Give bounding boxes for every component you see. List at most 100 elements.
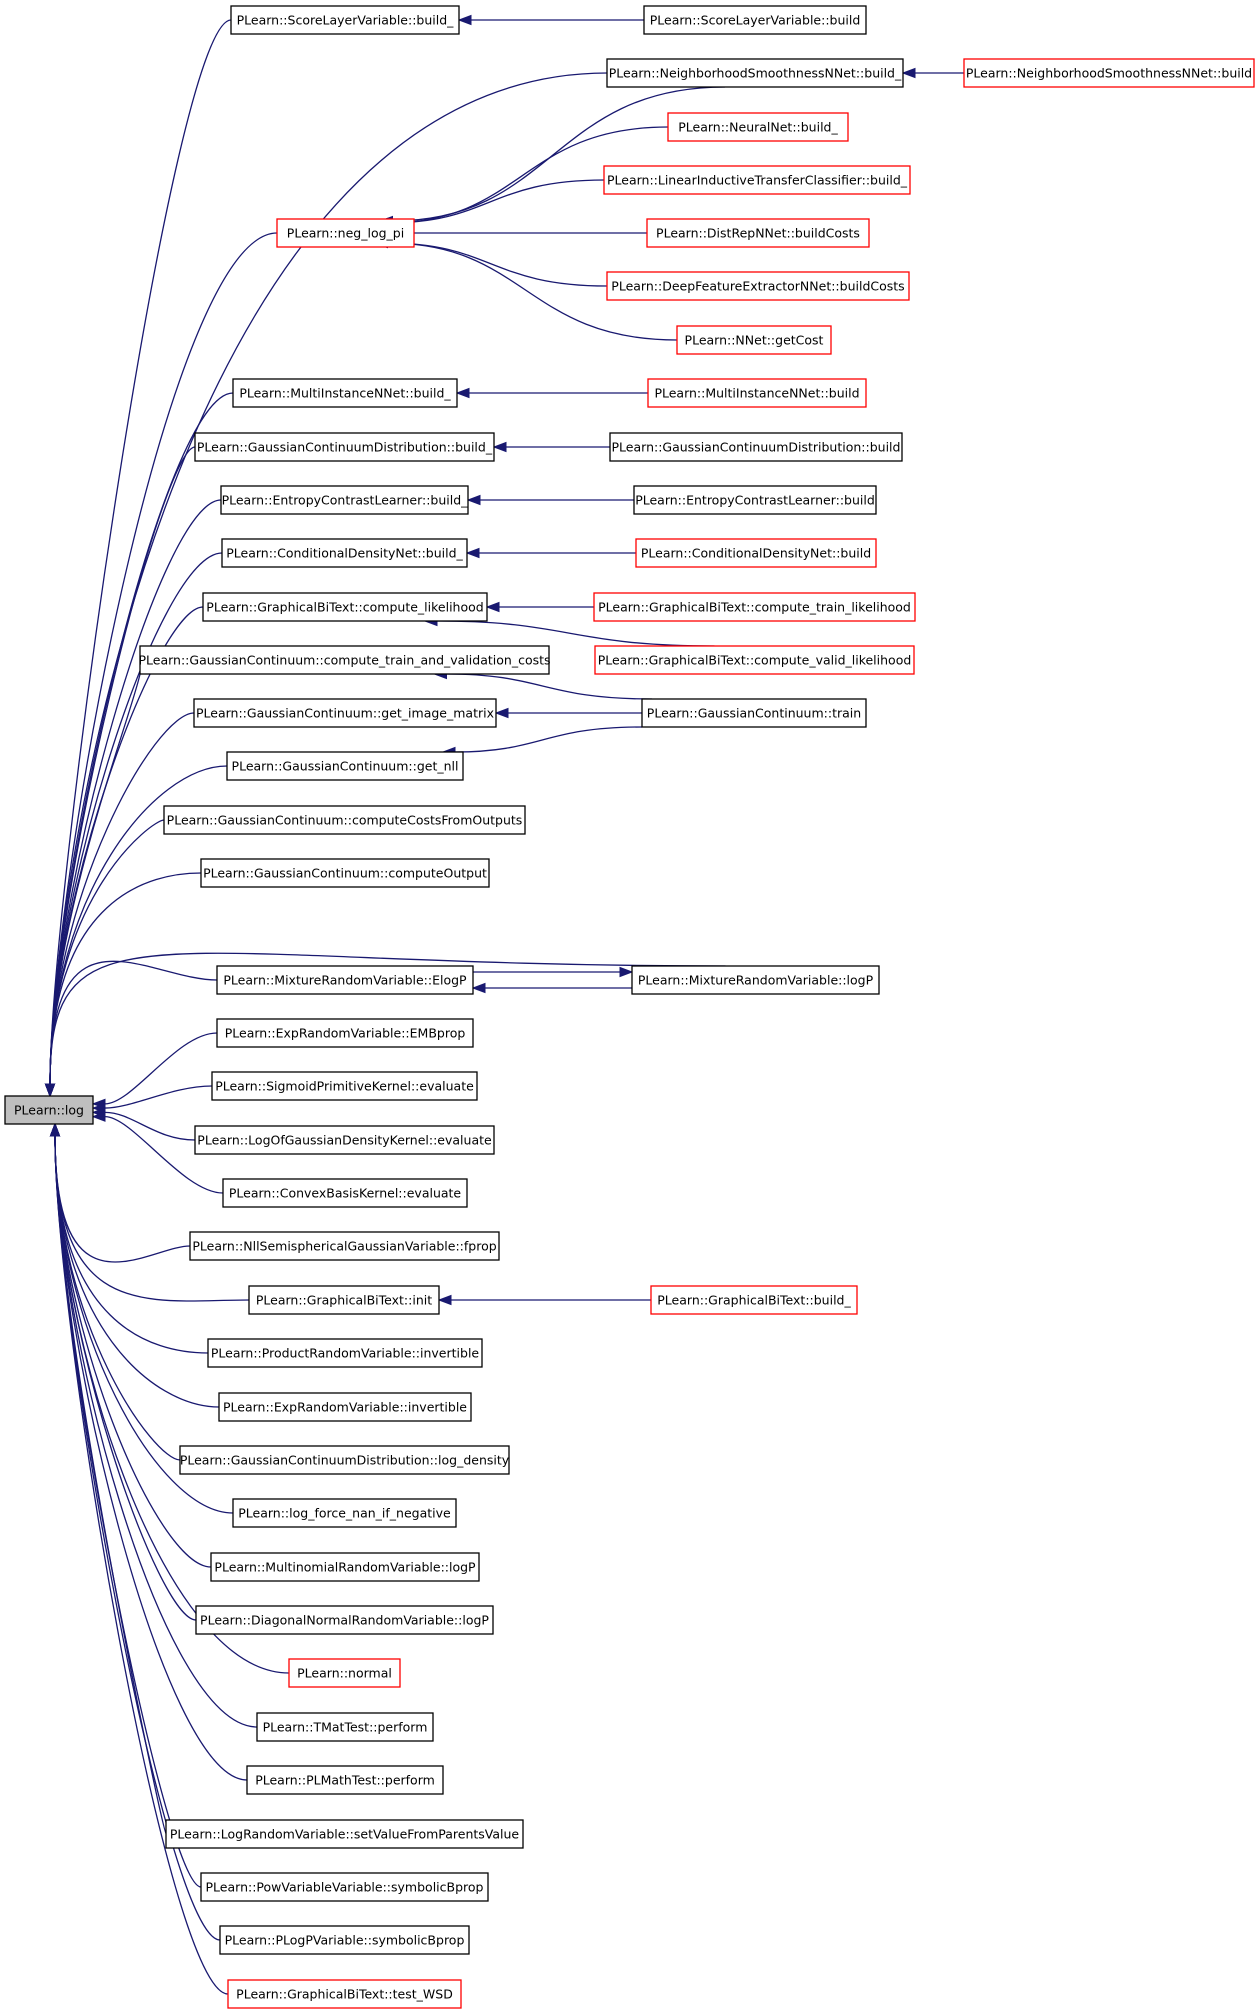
node-n39[interactable]: PLearn::GaussianContinuumDistribution::l… xyxy=(179,1445,510,1475)
node-box[interactable] xyxy=(963,58,1255,88)
node-n3[interactable]: PLearn::NeighborhoodSmoothnessNNet::buil… xyxy=(606,58,904,88)
node-box[interactable] xyxy=(676,325,832,355)
node-box[interactable] xyxy=(603,165,911,195)
node-n46[interactable]: PLearn::LogRandomVariable::setValueFromP… xyxy=(165,1819,524,1849)
node-n44[interactable]: PLearn::TMatTest::perform xyxy=(256,1712,434,1742)
node-n26[interactable]: PLearn::GaussianContinuum::computeCostsF… xyxy=(163,805,526,835)
node-n42[interactable]: PLearn::DiagonalNormalRandomVariable::lo… xyxy=(195,1605,494,1635)
node-box[interactable] xyxy=(210,1552,480,1582)
node-box[interactable] xyxy=(194,1125,495,1155)
node-n27[interactable]: PLearn::GaussianContinuum::computeOutput xyxy=(200,858,490,888)
node-n13[interactable]: PLearn::GaussianContinuumDistribution::b… xyxy=(194,432,495,462)
node-n9[interactable]: PLearn::DeepFeatureExtractorNNet::buildC… xyxy=(606,271,910,301)
node-n49[interactable]: PLearn::GraphicalBiText::test_WSD xyxy=(227,1979,462,2009)
node-box[interactable] xyxy=(219,1925,470,1955)
node-box[interactable] xyxy=(633,485,877,515)
node-n12[interactable]: PLearn::MultiInstanceNNet::build xyxy=(647,378,867,408)
node-n4[interactable]: PLearn::NeighborhoodSmoothnessNNet::buil… xyxy=(963,58,1255,88)
node-n7[interactable]: PLearn::LinearInductiveTransferClassifie… xyxy=(603,165,911,195)
node-box[interactable] xyxy=(220,485,469,515)
node-box[interactable] xyxy=(593,592,916,622)
node-box[interactable] xyxy=(221,538,468,568)
node-n37[interactable]: PLearn::ProductRandomVariable::invertibl… xyxy=(207,1338,483,1368)
node-n8[interactable]: PLearn::DistRepNNet::buildCosts xyxy=(646,218,870,248)
node-n1[interactable]: PLearn::ScoreLayerVariable::build_ xyxy=(230,5,460,35)
node-n32[interactable]: PLearn::LogOfGaussianDensityKernel::eval… xyxy=(194,1125,495,1155)
node-n14[interactable]: PLearn::GaussianContinuumDistribution::b… xyxy=(609,432,903,462)
node-box[interactable] xyxy=(216,965,474,995)
node-n11[interactable]: PLearn::MultiInstanceNNet::build_ xyxy=(232,378,458,408)
node-n18[interactable]: PLearn::ConditionalDensityNet::build xyxy=(635,538,877,568)
node-n24[interactable]: PLearn::GaussianContinuum::train xyxy=(641,698,867,728)
node-box[interactable] xyxy=(606,271,910,301)
node-box[interactable] xyxy=(594,645,915,675)
node-n48[interactable]: PLearn::PLogPVariable::symbolicBprop xyxy=(219,1925,470,1955)
node-box[interactable] xyxy=(202,592,488,622)
node-n2[interactable]: PLearn::ScoreLayerVariable::build xyxy=(643,5,867,35)
node-box[interactable] xyxy=(211,1071,478,1101)
node-box[interactable] xyxy=(635,538,877,568)
node-n22[interactable]: PLearn::GaussianContinuum::compute_train… xyxy=(138,645,551,675)
node-n23[interactable]: PLearn::GaussianContinuum::get_image_mat… xyxy=(193,698,497,728)
node-box[interactable] xyxy=(165,1819,524,1849)
node-n33[interactable]: PLearn::ConvexBasisKernel::evaluate xyxy=(222,1178,468,1208)
node-box[interactable] xyxy=(218,1392,472,1422)
node-box[interactable] xyxy=(276,218,415,248)
node-n28[interactable]: PLearn::MixtureRandomVariable::ElogP xyxy=(216,965,474,995)
node-n17[interactable]: PLearn::ConditionalDensityNet::build_ xyxy=(221,538,468,568)
node-root[interactable]: PLearn::log xyxy=(4,1095,94,1125)
node-box[interactable] xyxy=(207,1338,483,1368)
node-box[interactable] xyxy=(195,1605,494,1635)
node-box[interactable] xyxy=(631,965,880,995)
node-box[interactable] xyxy=(194,432,495,462)
node-n34[interactable]: PLearn::NllSemisphericalGaussianVariable… xyxy=(189,1231,500,1261)
node-box[interactable] xyxy=(606,58,904,88)
node-box[interactable] xyxy=(193,698,497,728)
node-n16[interactable]: PLearn::EntropyContrastLearner::build xyxy=(633,485,877,515)
node-box[interactable] xyxy=(200,1872,489,1902)
node-box[interactable] xyxy=(667,112,849,142)
node-box[interactable] xyxy=(189,1231,500,1261)
node-box[interactable] xyxy=(232,1498,457,1528)
node-box[interactable] xyxy=(216,1018,474,1048)
node-box[interactable] xyxy=(179,1445,510,1475)
node-box[interactable] xyxy=(4,1095,94,1125)
node-n43[interactable]: PLearn::normal xyxy=(288,1658,401,1688)
node-box[interactable] xyxy=(643,5,867,35)
node-box[interactable] xyxy=(246,1765,444,1795)
node-box[interactable] xyxy=(163,805,526,835)
node-n15[interactable]: PLearn::EntropyContrastLearner::build_ xyxy=(220,485,469,515)
node-box[interactable] xyxy=(609,432,903,462)
node-box[interactable] xyxy=(256,1712,434,1742)
node-n47[interactable]: PLearn::PowVariableVariable::symbolicBpr… xyxy=(200,1872,489,1902)
node-n19[interactable]: PLearn::GraphicalBiText::compute_likelih… xyxy=(202,592,488,622)
node-box[interactable] xyxy=(139,645,550,675)
node-n40[interactable]: PLearn::log_force_nan_if_negative xyxy=(232,1498,457,1528)
node-box[interactable] xyxy=(226,751,464,781)
node-n31[interactable]: PLearn::SigmoidPrimitiveKernel::evaluate xyxy=(211,1071,478,1101)
node-n20[interactable]: PLearn::GraphicalBiText::compute_train_l… xyxy=(593,592,916,622)
node-box[interactable] xyxy=(641,698,867,728)
node-box[interactable] xyxy=(200,858,490,888)
node-n5[interactable]: PLearn::neg_log_pi xyxy=(276,218,415,248)
node-box[interactable] xyxy=(288,1658,401,1688)
node-n29[interactable]: PLearn::MixtureRandomVariable::logP xyxy=(631,965,880,995)
node-n41[interactable]: PLearn::MultinomialRandomVariable::logP xyxy=(210,1552,480,1582)
node-box[interactable] xyxy=(230,5,460,35)
node-box[interactable] xyxy=(646,218,870,248)
node-n21[interactable]: PLearn::GraphicalBiText::compute_valid_l… xyxy=(594,645,915,675)
node-box[interactable] xyxy=(647,378,867,408)
node-box[interactable] xyxy=(222,1178,468,1208)
node-box[interactable] xyxy=(650,1285,858,1315)
node-n35[interactable]: PLearn::GraphicalBiText::init xyxy=(248,1285,440,1315)
node-n45[interactable]: PLearn::PLMathTest::perform xyxy=(246,1765,444,1795)
node-n36[interactable]: PLearn::GraphicalBiText::build_ xyxy=(650,1285,858,1315)
node-box[interactable] xyxy=(248,1285,440,1315)
node-n25[interactable]: PLearn::GaussianContinuum::get_nll xyxy=(226,751,464,781)
node-n30[interactable]: PLearn::ExpRandomVariable::EMBprop xyxy=(216,1018,474,1048)
node-n38[interactable]: PLearn::ExpRandomVariable::invertible xyxy=(218,1392,472,1422)
node-n6[interactable]: PLearn::NeuralNet::build_ xyxy=(667,112,849,142)
node-box[interactable] xyxy=(232,378,458,408)
node-n10[interactable]: PLearn::NNet::getCost xyxy=(676,325,832,355)
node-box[interactable] xyxy=(227,1979,462,2009)
